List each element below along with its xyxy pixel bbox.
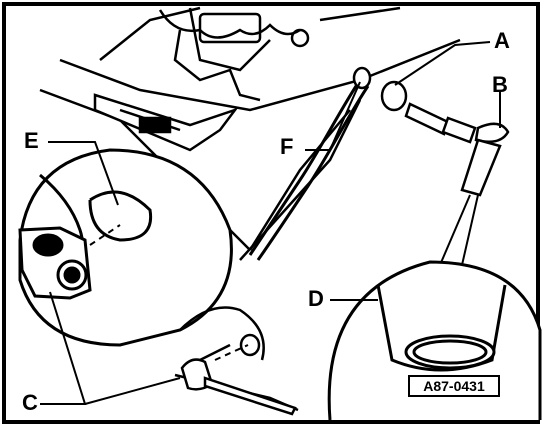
zoom-lines-d	[439, 194, 479, 266]
bracket	[93, 93, 239, 152]
label-e: E	[24, 128, 39, 153]
leader-lines	[40, 41, 501, 405]
label-c: C	[22, 390, 38, 415]
connector-chain	[352, 66, 510, 197]
reference-code-box: A87-0431	[408, 375, 500, 397]
reference-code: A87-0431	[423, 378, 485, 394]
label-d: D	[308, 286, 324, 311]
clip-part-c	[18, 226, 92, 300]
label-f: F	[280, 134, 294, 159]
label-b: B	[492, 72, 508, 97]
label-a: A	[494, 28, 510, 53]
outer-border	[2, 2, 540, 424]
upper-assembly	[158, 9, 310, 102]
hose-f	[248, 79, 370, 261]
screw-c	[180, 358, 297, 416]
